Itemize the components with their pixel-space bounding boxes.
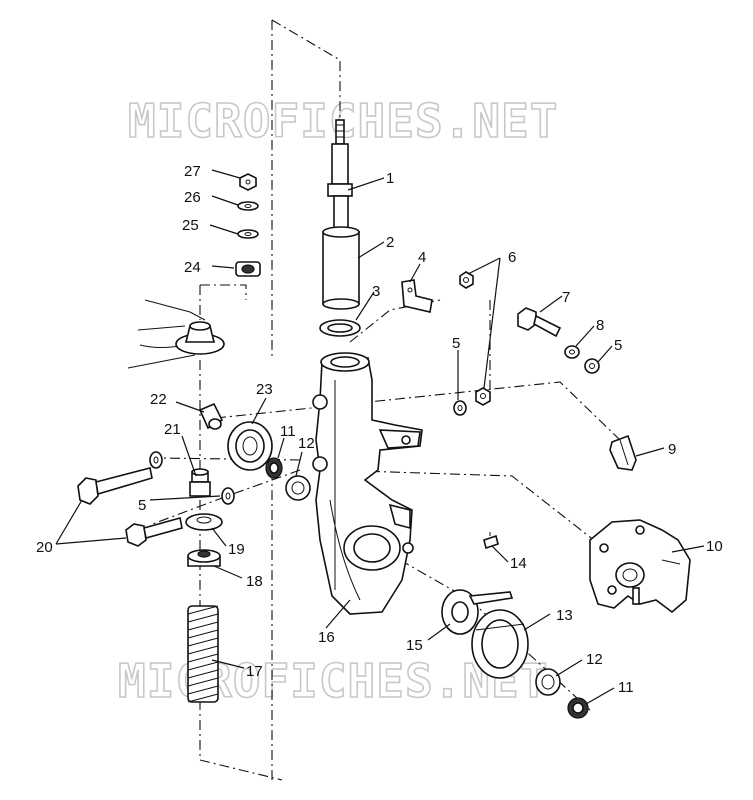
callout-11-left: 11 (280, 423, 296, 440)
callout-21: 21 (164, 421, 181, 438)
callout-15: 15 (406, 637, 423, 654)
callout-22: 22 (150, 391, 167, 408)
part-20-bolt-lower (125, 516, 183, 547)
callout-19: 19 (228, 541, 245, 558)
callout-12-left: 12 (298, 435, 315, 452)
leader-lines (55, 169, 705, 705)
part-19-washer (185, 513, 223, 531)
callout-18: 18 (246, 573, 263, 590)
callout-5-mid: 5 (452, 335, 460, 352)
callout-9: 9 (668, 441, 676, 458)
callout-12-right: 12 (586, 651, 603, 668)
part-2-tube (322, 226, 360, 310)
part-4-bracket (401, 279, 433, 313)
part-24-bearing (235, 261, 261, 277)
part-5-washer-mid (453, 400, 467, 416)
callout-7: 7 (562, 289, 570, 306)
callout-2: 2 (386, 234, 394, 251)
part-20-bolt-upper (77, 467, 153, 505)
part-21-nut (189, 468, 211, 497)
part-27-nut (239, 173, 257, 191)
part-10-caliper (589, 519, 691, 614)
mount-cone (175, 321, 225, 355)
callout-13: 13 (556, 607, 573, 624)
callout-6: 6 (508, 249, 516, 266)
part-18-seat (187, 549, 221, 567)
callout-23: 23 (256, 381, 273, 398)
part-1-spindle (327, 119, 353, 233)
part-6-nut-bottom (475, 387, 491, 406)
callout-11-right: 11 (618, 679, 634, 696)
part-9-block (609, 434, 637, 471)
callout-27: 27 (184, 163, 201, 180)
callout-3: 3 (372, 283, 380, 300)
callout-10: 10 (706, 538, 723, 555)
callout-24: 24 (184, 259, 201, 276)
callout-16: 16 (318, 629, 335, 646)
part-12-seal-right (535, 668, 561, 696)
callout-26: 26 (184, 189, 201, 206)
callout-labels: 1 2 3 4 6 5 7 8 5 9 10 14 13 12 11 15 16… (36, 163, 723, 696)
callout-17: 17 (246, 663, 263, 680)
part-3-ring (319, 319, 361, 337)
part-15-disc (441, 589, 514, 635)
part-17-spring (187, 605, 219, 703)
part-5-washer-left (221, 487, 235, 505)
callout-1: 1 (386, 170, 394, 187)
part-6-nut-top (459, 271, 474, 289)
part-7-bolt (517, 307, 562, 338)
part-8-washer (564, 345, 580, 359)
part-22-stud (198, 402, 224, 430)
part-25-washer (237, 229, 259, 239)
callout-8: 8 (596, 317, 604, 334)
callout-4: 4 (418, 249, 426, 266)
callout-25: 25 (182, 217, 199, 234)
part-16-knuckle (312, 352, 423, 615)
callout-5-right: 5 (614, 337, 622, 354)
part-5-washer-right (584, 358, 600, 374)
part-13-ring (471, 609, 529, 679)
part-11-bearing-left (265, 457, 283, 479)
control-arm-outline (127, 299, 206, 369)
part-11-bearing-right (567, 697, 589, 719)
part-26-washer (237, 201, 259, 211)
part-12-seal-left (285, 475, 311, 501)
callout-20: 20 (36, 539, 53, 556)
part-5-washer-upper-left (149, 451, 163, 469)
callout-5-left: 5 (138, 497, 146, 514)
part-23-bushing (227, 421, 273, 471)
callout-14: 14 (510, 555, 527, 572)
part-14-bleeder (483, 532, 499, 550)
